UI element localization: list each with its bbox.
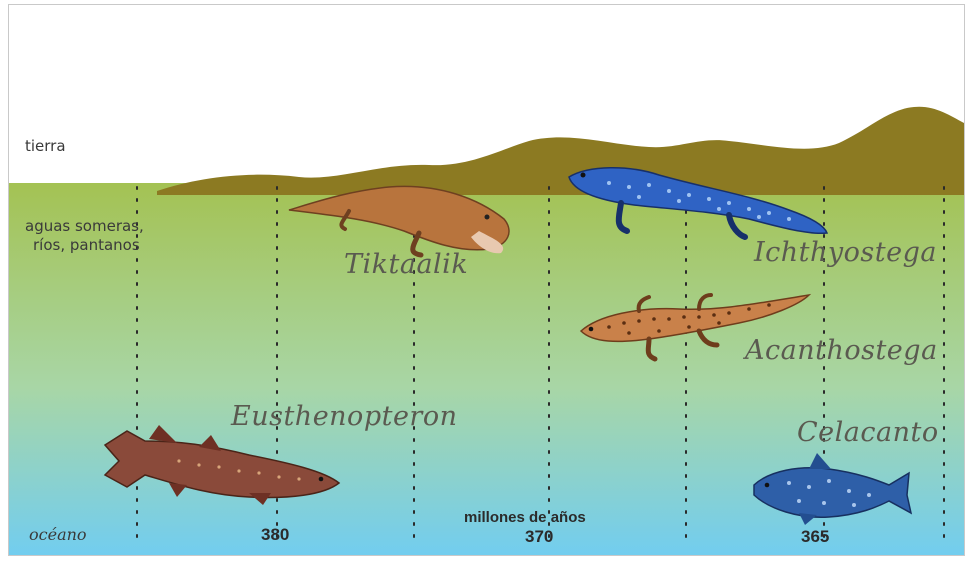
time-axis-title: millones de años [464, 509, 586, 526]
eusthenopteron-label: Eusthenopteron [231, 401, 457, 432]
diagram-canvas [9, 5, 964, 555]
land-label: tierra [25, 137, 66, 156]
shallow-water-label-line2: ríos, pantanos [33, 236, 140, 255]
shallow-water-label-line1: aguas someras, [25, 217, 144, 236]
land-hills [157, 107, 964, 195]
time-tick-380: 380 [261, 525, 289, 545]
time-tick-370: 370 [525, 527, 553, 547]
tiktaalik-label: Tiktaalik [344, 249, 468, 280]
ichthyostega-label: Ichthyostega [754, 237, 937, 268]
time-tick-365: 365 [801, 527, 829, 547]
ocean-label: océano [29, 525, 87, 544]
coelacanth-label: Celacanto [797, 417, 939, 448]
acanthostega-label: Acanthostega [745, 335, 938, 366]
evolution-diagram: tierra aguas someras, ríos, pantanos océ… [8, 4, 965, 556]
